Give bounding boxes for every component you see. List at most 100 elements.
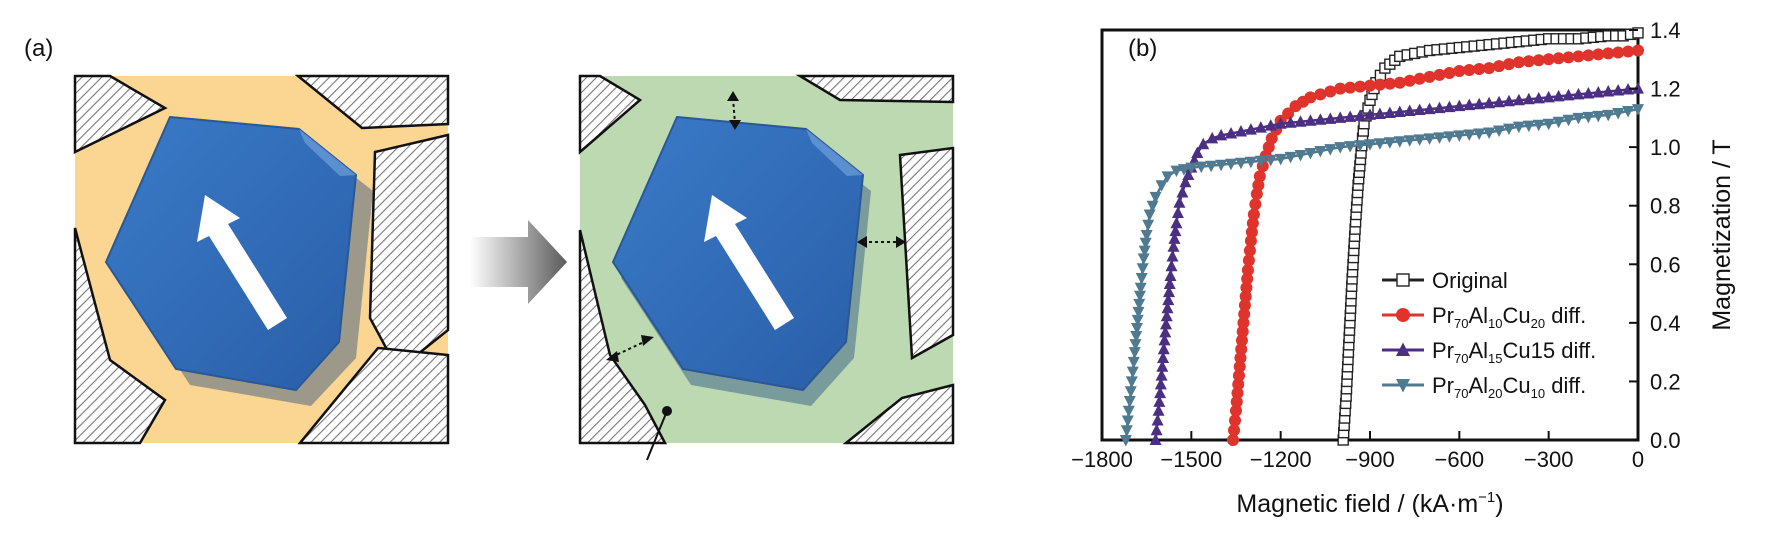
data-point	[1443, 100, 1456, 113]
data-point	[1215, 128, 1228, 141]
data-point	[1143, 209, 1156, 221]
data-point	[1142, 219, 1155, 232]
data-point	[1234, 352, 1247, 364]
data-point	[1152, 404, 1165, 416]
data-point	[1121, 415, 1134, 427]
thickness-indicator-icon	[611, 97, 900, 358]
data-point	[1502, 58, 1515, 71]
data-point	[1234, 125, 1247, 137]
data-point	[1171, 206, 1184, 219]
illustration-after	[578, 74, 955, 461]
data-point	[1235, 343, 1248, 356]
legend-label: Pr70Al10Cu20 diff.	[1432, 303, 1586, 331]
data-point	[1244, 123, 1257, 135]
data-point	[1612, 46, 1625, 59]
data-point	[1314, 146, 1327, 158]
data-point	[1244, 156, 1257, 169]
legend-text: Pr	[1432, 338, 1454, 363]
data-point	[1396, 308, 1410, 322]
data-point	[1264, 119, 1277, 131]
data-point	[1225, 158, 1238, 171]
data-point	[1150, 423, 1163, 436]
data-point	[1160, 309, 1173, 322]
legend-text: Pr	[1432, 373, 1454, 398]
data-point	[1612, 84, 1625, 96]
x-tick-label: −1200	[1250, 447, 1312, 472]
data-point	[1163, 285, 1175, 298]
data-point	[1512, 93, 1525, 106]
data-point	[1282, 107, 1295, 120]
legend-subscript: 70	[1454, 386, 1468, 401]
data-point	[1383, 106, 1396, 118]
y-axis-label: Magnetization / T	[1708, 139, 1736, 330]
legend-item: Original	[1382, 268, 1508, 293]
data-point	[1592, 85, 1605, 98]
legend-label: Original	[1432, 268, 1508, 293]
x-axis-label-main: Magnetic field / (kA·m	[1236, 490, 1478, 518]
data-point	[1602, 85, 1615, 97]
data-point	[1396, 273, 1410, 287]
data-point	[1161, 171, 1174, 183]
data-point	[1423, 133, 1436, 145]
data-point	[1149, 433, 1162, 445]
legend-text: Al	[1468, 373, 1488, 398]
data-point	[1393, 76, 1406, 89]
data-point	[1364, 108, 1376, 120]
data-point	[1373, 78, 1386, 91]
data-point	[1373, 107, 1386, 119]
data-point	[1344, 141, 1357, 153]
x-tick-label: −1800	[1071, 447, 1133, 472]
data-point	[1413, 72, 1426, 85]
data-point	[1254, 155, 1267, 168]
data-point	[1314, 113, 1327, 125]
data-point	[1156, 360, 1169, 372]
data-point	[1254, 121, 1267, 133]
data-point	[1230, 395, 1243, 408]
data-point	[1134, 282, 1147, 295]
legend-item: Pr70Al20Cu10 diff.	[1382, 373, 1586, 401]
data-point	[1168, 232, 1181, 244]
data-point	[1403, 104, 1416, 117]
data-point	[1632, 44, 1644, 57]
data-point	[1483, 127, 1496, 139]
data-point	[1433, 132, 1446, 144]
data-point	[1453, 65, 1466, 77]
data-point	[1324, 112, 1337, 124]
legend-text: diff.	[1545, 373, 1586, 398]
data-point	[1433, 101, 1446, 114]
series-line	[1149, 82, 1644, 445]
data-point	[1130, 322, 1143, 335]
data-point	[1443, 66, 1456, 79]
data-point	[1562, 51, 1575, 64]
data-point	[1483, 62, 1496, 75]
data-point	[1153, 395, 1166, 407]
data-point	[1502, 123, 1515, 136]
data-point	[1159, 325, 1172, 338]
x-axis-label-end: )	[1495, 490, 1503, 518]
data-point	[1403, 74, 1416, 87]
y-tick-label: 0.6	[1650, 252, 1681, 277]
data-point	[1185, 162, 1198, 175]
data-point	[1334, 82, 1347, 95]
data-point	[1231, 387, 1244, 400]
data-point	[1161, 301, 1174, 314]
data-point	[1173, 196, 1186, 208]
data-point	[1157, 342, 1170, 355]
data-point	[1274, 117, 1287, 129]
legend-subscript: 10	[1531, 386, 1545, 401]
legend-subscript: 70	[1454, 351, 1468, 366]
data-point	[1236, 325, 1249, 338]
data-point	[1136, 263, 1149, 275]
data-point	[1146, 200, 1159, 213]
data-point	[1235, 334, 1248, 347]
data-point	[1165, 259, 1178, 272]
data-point	[1396, 342, 1410, 356]
data-point	[1512, 121, 1525, 134]
data-point	[1253, 170, 1266, 183]
data-point	[1140, 230, 1153, 242]
data-point	[1125, 376, 1138, 388]
data-point	[1473, 63, 1486, 76]
data-point	[1169, 224, 1182, 237]
legend-subscript: 70	[1454, 316, 1468, 331]
series-line	[1337, 27, 1644, 446]
